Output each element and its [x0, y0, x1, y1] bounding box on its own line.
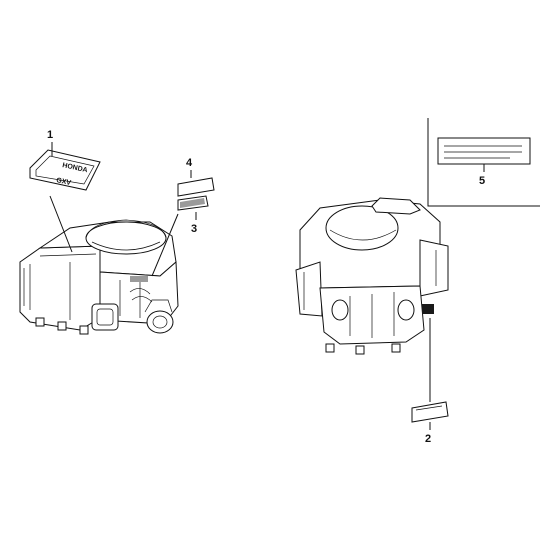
callout-1-label: 1: [47, 129, 53, 141]
callout-5-label: 5: [479, 175, 485, 187]
label-part-3: [177, 195, 209, 211]
callout-2-label: 2: [425, 433, 431, 445]
right-engine: [295, 197, 449, 355]
emblem-model-text: GXV: [56, 177, 72, 187]
label-part-2: [411, 401, 449, 423]
callout-1-pointer: [49, 195, 73, 253]
left-engine: [19, 219, 179, 335]
inset-part-5: [427, 118, 540, 207]
caution-label-part-5: [437, 137, 531, 165]
label-part-4: [177, 177, 215, 197]
callout-3-label: 3: [191, 223, 197, 235]
callout-3-pointer: [151, 213, 179, 277]
label-location-marker: [422, 304, 434, 314]
callout-4-label: 4: [186, 157, 193, 169]
emblem-decal-part-1: HONDA GXV: [29, 149, 101, 191]
